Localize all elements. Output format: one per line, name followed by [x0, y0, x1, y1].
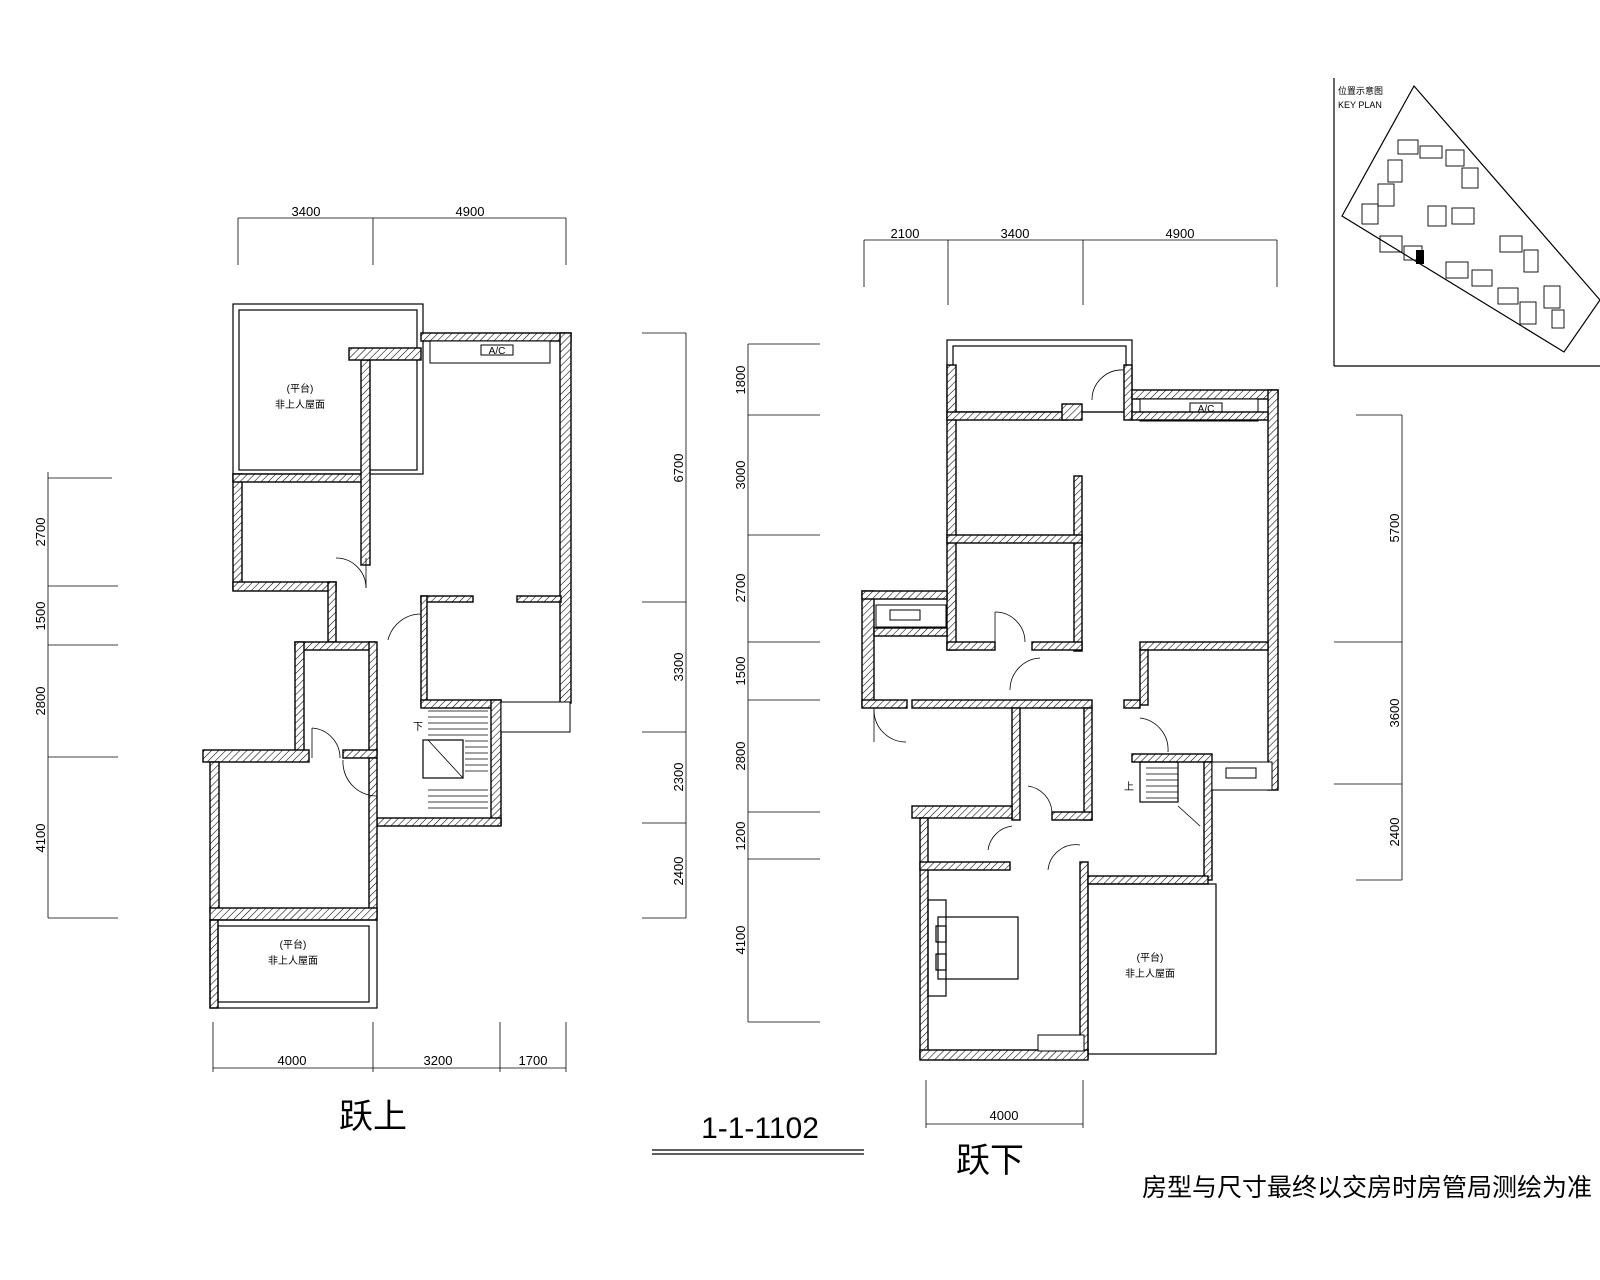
dim-label: 1800: [733, 366, 748, 395]
lower-floor-plan: 2100 3400 4900 1800 3000 2700 1500 2800 …: [733, 226, 1403, 1180]
dim-label: 2700: [33, 518, 48, 547]
upper-doors: [311, 557, 422, 797]
dim-label: 2400: [671, 857, 686, 886]
ac-label: A/C: [489, 346, 506, 357]
lower-dims-left: 1800 3000 2700 1500 2800 1200 4100: [733, 343, 820, 1023]
dim-label: 4000: [990, 1108, 1019, 1123]
terrace-note: 非上人屋面: [275, 399, 325, 411]
key-plan-title-en: KEY PLAN: [1338, 100, 1382, 110]
upper-dims-left: 2700 1500 2800 4100: [33, 472, 118, 919]
dim-label: 4000: [278, 1053, 307, 1068]
dim-label: 3300: [671, 653, 686, 682]
lower-floor-title: 跃下: [956, 1142, 1024, 1180]
dim-label: 1500: [733, 657, 748, 686]
upper-floor-plan: 3400 4900 2700 1500 2800 4100 6700 3300: [33, 204, 687, 1136]
dim-label: 4100: [33, 824, 48, 853]
terrace-label: (平台): [280, 938, 307, 951]
lower-stair: [1146, 767, 1201, 827]
lower-doors: [873, 369, 1169, 871]
dim-label: 6700: [671, 454, 686, 483]
terrace-label: (平台): [287, 382, 314, 395]
ac-label: A/C: [1198, 404, 1215, 415]
site-outline: [1341, 84, 1600, 353]
lower-dims-top: 2100 3400 4900: [863, 226, 1278, 305]
dim-label: 4100: [733, 926, 748, 955]
dim-label: 3200: [424, 1053, 453, 1068]
upper-dims-right: 6700 3300 2300 2400: [642, 332, 687, 919]
upper-stair: [427, 710, 488, 809]
dim-label: 2800: [33, 687, 48, 716]
upper-dims-top: 3400 4900: [237, 204, 567, 265]
dim-label: 4900: [1166, 226, 1195, 241]
dim-label: 3400: [1001, 226, 1030, 241]
terrace-note: 非上人屋面: [1125, 968, 1175, 980]
dim-label: 1200: [733, 822, 748, 851]
disclaimer-note: 房型与尺寸最终以交房时房管局测绘为准: [1142, 1174, 1592, 1202]
upper-dims-bottom: 4000 3200 1700: [212, 1022, 567, 1072]
lower-dims-right: 5700 3600 2400: [1334, 414, 1403, 881]
dim-label: 3600: [1387, 699, 1402, 728]
dim-label: 1700: [519, 1053, 548, 1068]
dim-label: 2300: [671, 763, 686, 792]
dim-label: 5700: [1387, 514, 1402, 543]
dim-label: 4900: [456, 204, 485, 219]
dim-label: 2800: [733, 742, 748, 771]
dim-label: 2700: [733, 574, 748, 603]
stair-direction-label: 上: [1124, 781, 1134, 793]
unit-location-marker: [1416, 250, 1424, 264]
upper-floor-title: 跃上: [339, 1098, 407, 1136]
lower-walls: A/C: [861, 339, 1279, 1061]
stair-direction-label: 下: [413, 722, 423, 733]
dim-label: 3400: [292, 204, 321, 219]
dim-label: 3000: [733, 461, 748, 490]
terrace-label: (平台): [1137, 951, 1164, 964]
key-plan: 位置示意图 KEY PLAN: [1333, 78, 1600, 367]
key-plan-title-cn: 位置示意图: [1338, 85, 1383, 96]
unit-code: 1-1-1102: [701, 1112, 819, 1145]
dim-label: 1500: [33, 602, 48, 631]
upper-walls: A/C: [202, 303, 572, 1009]
lower-dims-bottom: 4000: [925, 1080, 1084, 1128]
dim-label: 2100: [891, 226, 920, 241]
dim-label: 2400: [1387, 818, 1402, 847]
terrace-note: 非上人屋面: [268, 955, 318, 967]
